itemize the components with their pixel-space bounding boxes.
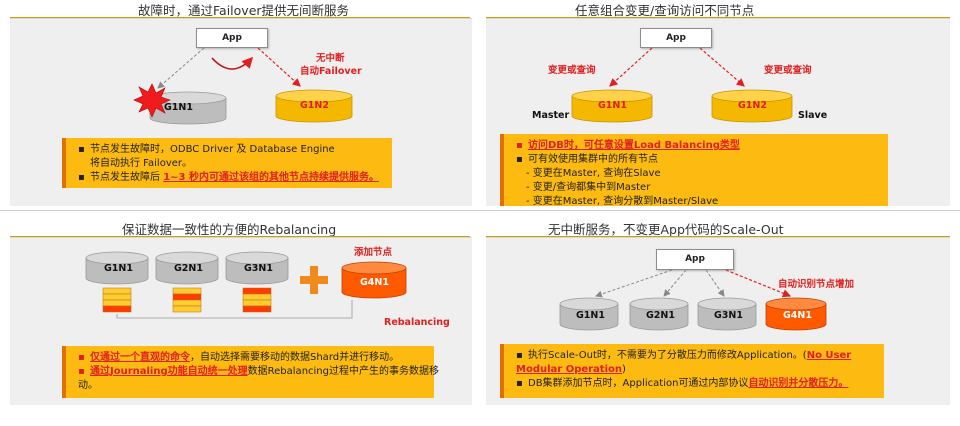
rebalancing-node-cylinder-1: [85, 251, 149, 285]
loadbalancing-title: 任意组合变更/查询访问不同节点: [575, 3, 755, 18]
loadbalancing-sub-3: - 变更在Master, 查询分散到Master/Slave: [526, 196, 719, 207]
scaleout-auto-label: 自动识别节点增加: [778, 279, 855, 290]
failover-red-label-2: 自动Failover: [300, 66, 362, 77]
shard-stack-1: [102, 287, 132, 313]
loadbalancing-diagram: [571, 47, 793, 123]
rebalancing-new-node-label: G4N1: [360, 277, 389, 288]
scaleout-node-label-1: G1N1: [576, 310, 605, 321]
scaleout-node-label-2: G2N1: [646, 310, 675, 321]
rebalancing-diagram: [85, 251, 407, 319]
rebalancing-node-label-3: G3N1: [244, 263, 273, 274]
scaleout-arrow-2: [663, 269, 687, 297]
scaleout-arrow-1: [595, 269, 673, 298]
failover-red-arrow: [257, 47, 301, 87]
failover-node-standby-cylinder: [275, 89, 353, 123]
loadbalancing-slave-node-label: G1N2: [738, 100, 767, 111]
loadbalancing-app-box: App: [640, 28, 712, 48]
rebalancing-node-cylinder-2: [155, 251, 219, 285]
loadbalancing-master-label: Master: [532, 110, 570, 121]
rebalancing-title-underline: [10, 236, 470, 237]
rebalancing-add-label: 添加节点: [354, 247, 393, 258]
scaleout-node-label-3: G3N1: [714, 310, 743, 321]
loadbalancing-sub-2: - 变更/查询都集中到Master: [526, 182, 651, 193]
rebalancing-bracket-line: [116, 300, 353, 319]
section-divider: [0, 210, 960, 211]
failover-bullet-2: ▪节点发生故障后 1~3 秒内可通过该组的其他节点持续提供服务。: [78, 172, 379, 183]
shard-stack-3: [242, 287, 272, 313]
loadbalancing-bullet-1: ▪访问DB时，可任意设置Load Balancing类型: [516, 140, 740, 151]
scaleout-node-cylinder-1: [559, 297, 619, 331]
failover-red-label-1: 无中断: [316, 53, 345, 64]
scaleout-node-cylinder-2: [629, 297, 689, 331]
loadbalancing-left-arrow: [609, 47, 653, 87]
loadbalancing-right-label: 变更或查询: [764, 65, 812, 76]
scaleout-new-node-label: G4N1: [783, 310, 812, 321]
scaleout-app-box: App: [656, 249, 734, 270]
failover-bullet-1: ▪节点发生故障时，ODBC Driver 及 Database Engine: [78, 144, 335, 155]
failover-node-failed-label: G1N1: [164, 102, 193, 113]
loadbalancing-master-cylinder: [571, 89, 653, 123]
rebalancing-new-node-cylinder: [341, 261, 407, 299]
shard-stack-2: [172, 287, 202, 313]
failover-diagram: [133, 47, 353, 125]
failover-app-box: App: [196, 28, 268, 48]
loadbalancing-info-box: ▪访问DB时，可任意设置Load Balancing类型 ▪可有效使用集群中的所…: [500, 134, 888, 207]
failover-node-standby-label: G1N2: [300, 100, 329, 111]
scaleout-bullet-2: ▪DB集群添加节点时，Application可通过内部协议自动识别并分散压力。: [516, 378, 849, 389]
rebalancing-label: Rebalancing: [384, 317, 450, 328]
failover-bullet-1-cont: 将自动执行 Failover。: [90, 158, 192, 169]
rebalancing-bullet-1: ▪仅通过一个直观的命令，自动选择需要移动的数据Shard并进行移动。: [78, 352, 400, 363]
scaleout-node-cylinder-3: [697, 297, 757, 331]
scaleout-title: 无中断服务，不变更App代码的Scale-Out: [548, 222, 784, 237]
scaleout-title-underline: [486, 236, 950, 237]
explosion-icon: [133, 83, 171, 118]
loadbalancing-bullet-2: ▪可有效使用集群中的所有节点: [516, 154, 658, 165]
scaleout-new-node-cylinder: [765, 297, 827, 331]
rebalancing-node-cylinder-3: [225, 251, 289, 285]
rebalancing-title: 保证数据一致性的方便的Rebalancing: [122, 222, 337, 237]
failover-title: 故障时，通过Failover提供无间断服务: [138, 3, 350, 18]
failover-info-box: ▪节点发生故障时，ODBC Driver 及 Database Engine 将…: [62, 138, 392, 188]
scaleout-arrow-3: [705, 269, 725, 297]
rebalancing-info-box: ▪仅通过一个直观的命令，自动选择需要移动的数据Shard并进行移动。 ▪通过Jo…: [62, 346, 439, 398]
rebalancing-bullet-2: ▪通过Journaling功能自动统一处理数据Rebalancing过程中产生的…: [78, 366, 439, 377]
rebalancing-node-label-1: G1N1: [104, 263, 133, 274]
failover-gray-arrow: [157, 47, 205, 89]
failover-title-underline: [10, 17, 470, 18]
loadbalancing-slave-cylinder: [711, 89, 793, 123]
loadbalancing-sub-1: - 变更在Master, 查询在Slave: [526, 168, 661, 179]
loadbalancing-slave-label: Slave: [798, 110, 828, 121]
scaleout-arrow-new: [725, 269, 792, 298]
scaleout-bullet-1: ▪执行Scale-Out时，不需要为了分散压力而修改Application。(N…: [516, 350, 852, 361]
loadbalancing-master-node-label: G1N1: [598, 100, 627, 111]
plus-icon: [300, 266, 328, 294]
failover-switch-arrow: [211, 56, 254, 70]
loadbalancing-left-label: 变更或查询: [548, 65, 596, 76]
scaleout-bullet-1-cont: Modular Operation): [516, 364, 626, 375]
rebalancing-bullet-2-cont: 动。: [78, 380, 98, 391]
rebalancing-node-label-2: G2N1: [174, 263, 203, 274]
loadbalancing-title-underline: [486, 17, 950, 18]
failover-node-failed-cylinder: [149, 91, 227, 125]
scaleout-info-box: ▪执行Scale-Out时，不需要为了分散压力而修改Application。(N…: [500, 344, 884, 398]
